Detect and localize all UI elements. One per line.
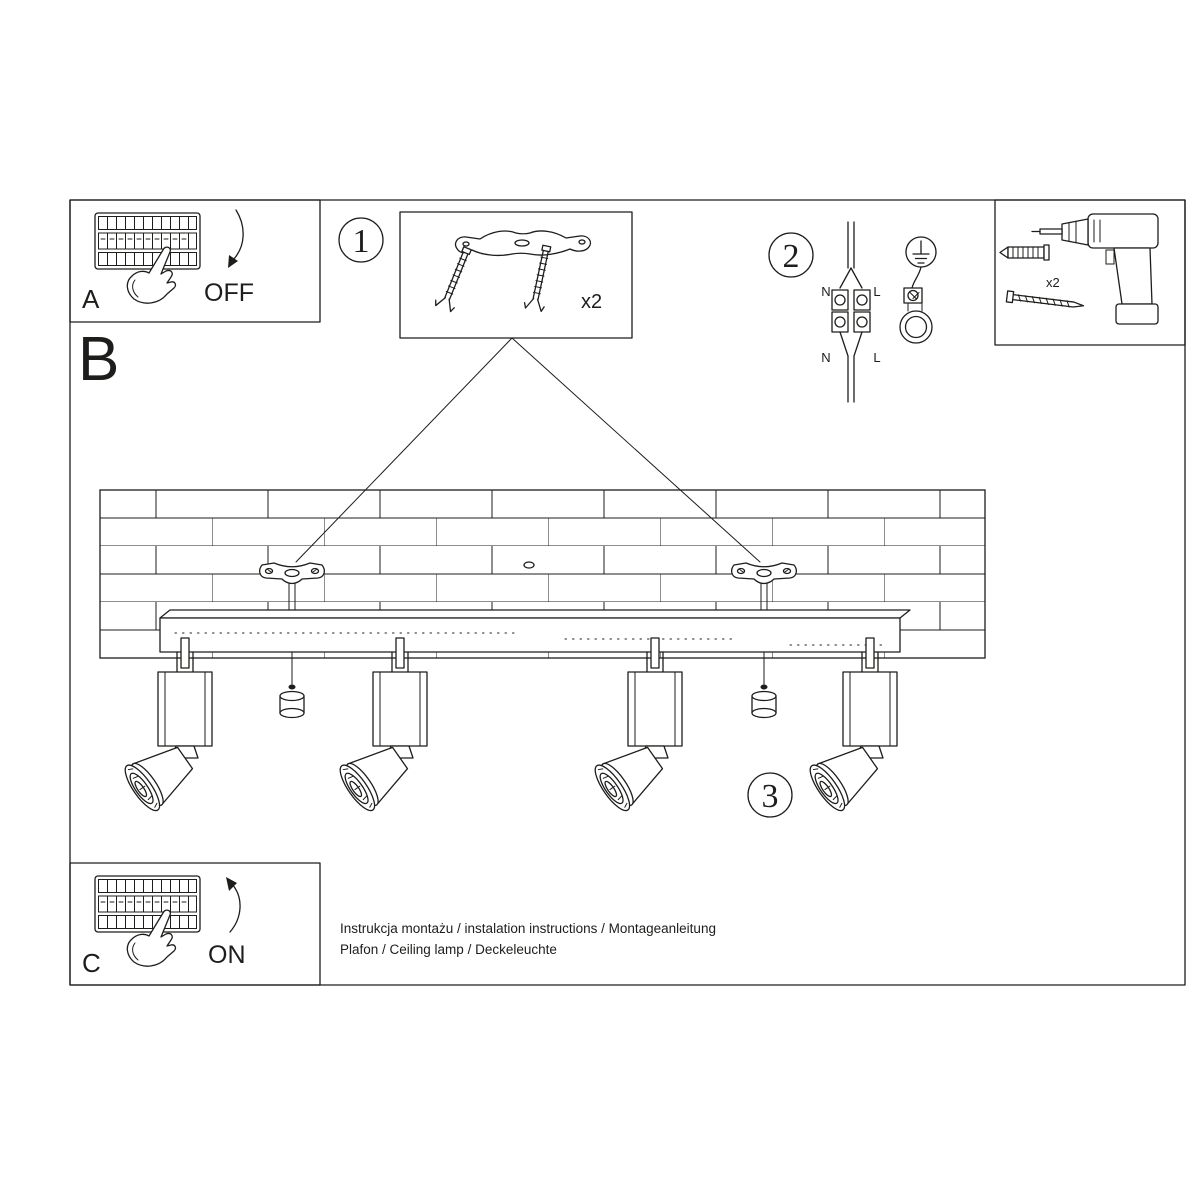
drill-icon xyxy=(1031,213,1159,325)
breaker-panel-icon xyxy=(94,212,201,270)
step1-quantity: x2 xyxy=(581,291,602,313)
spotlight-2 xyxy=(333,637,428,816)
panel-c-switch-on: C ON xyxy=(69,862,321,986)
footer: Instrukcja montażu / instalation instruc… xyxy=(340,921,716,957)
wire-label-n-top: N xyxy=(821,284,830,299)
step1-parts-box xyxy=(399,211,633,339)
step2-marker: 2 xyxy=(768,232,814,278)
ground-connection-icon xyxy=(899,236,937,344)
sheet-border xyxy=(69,199,1186,986)
anchor-quantity: x2 xyxy=(1046,275,1060,290)
panel-a-label: A xyxy=(82,284,100,314)
panel-c-state: ON xyxy=(208,941,246,969)
step1-number: 1 xyxy=(353,223,370,260)
toggle-screw-icon xyxy=(433,243,478,313)
arrow-down-icon xyxy=(228,209,244,268)
cover-cap-left xyxy=(279,651,305,719)
wire-label-l-bottom: L xyxy=(873,350,880,365)
footer-line1: Instrukcja montażu / instalation instruc… xyxy=(340,921,716,936)
tools-panel: x2 xyxy=(994,199,1186,346)
lamp-rail xyxy=(159,609,911,653)
terminal-block-diagram: N L N L xyxy=(821,221,881,403)
step3-marker: 3 xyxy=(747,772,793,818)
guide-lines xyxy=(295,337,761,563)
arrow-up-icon xyxy=(226,877,241,933)
step2-wiring: 2 N L N L xyxy=(768,221,937,403)
spotlight-1 xyxy=(118,637,213,816)
mounting-bracket-icon xyxy=(454,230,592,257)
step2-number: 2 xyxy=(783,238,800,275)
panel-c-box xyxy=(69,862,321,986)
footer-line2: Plafon / Ceiling lamp / Deckeleuchte xyxy=(340,942,557,957)
cover-cap-right xyxy=(751,651,777,719)
screw-icon xyxy=(1005,290,1085,308)
spotlight-4 xyxy=(803,637,898,816)
step1-brackets: 1 x2 xyxy=(338,211,633,339)
breaker-panel-icon xyxy=(94,875,201,933)
step3-number: 3 xyxy=(762,778,779,815)
step1-marker: 1 xyxy=(338,217,384,263)
panel-a-box xyxy=(69,199,321,323)
bracket-bolts xyxy=(288,583,768,612)
wire-label-l-top: L xyxy=(873,284,880,299)
spotlight-3 xyxy=(588,637,683,816)
section-b-label: B xyxy=(78,325,119,394)
panel-a-state: OFF xyxy=(204,279,254,307)
tools-box xyxy=(994,199,1186,346)
wire-label-n-bottom: N xyxy=(821,350,830,365)
panel-c-label: C xyxy=(82,948,101,978)
panel-a-switch-off: A OFF xyxy=(69,199,321,323)
wall-anchor-icon xyxy=(999,244,1050,261)
center-hole xyxy=(523,561,535,569)
